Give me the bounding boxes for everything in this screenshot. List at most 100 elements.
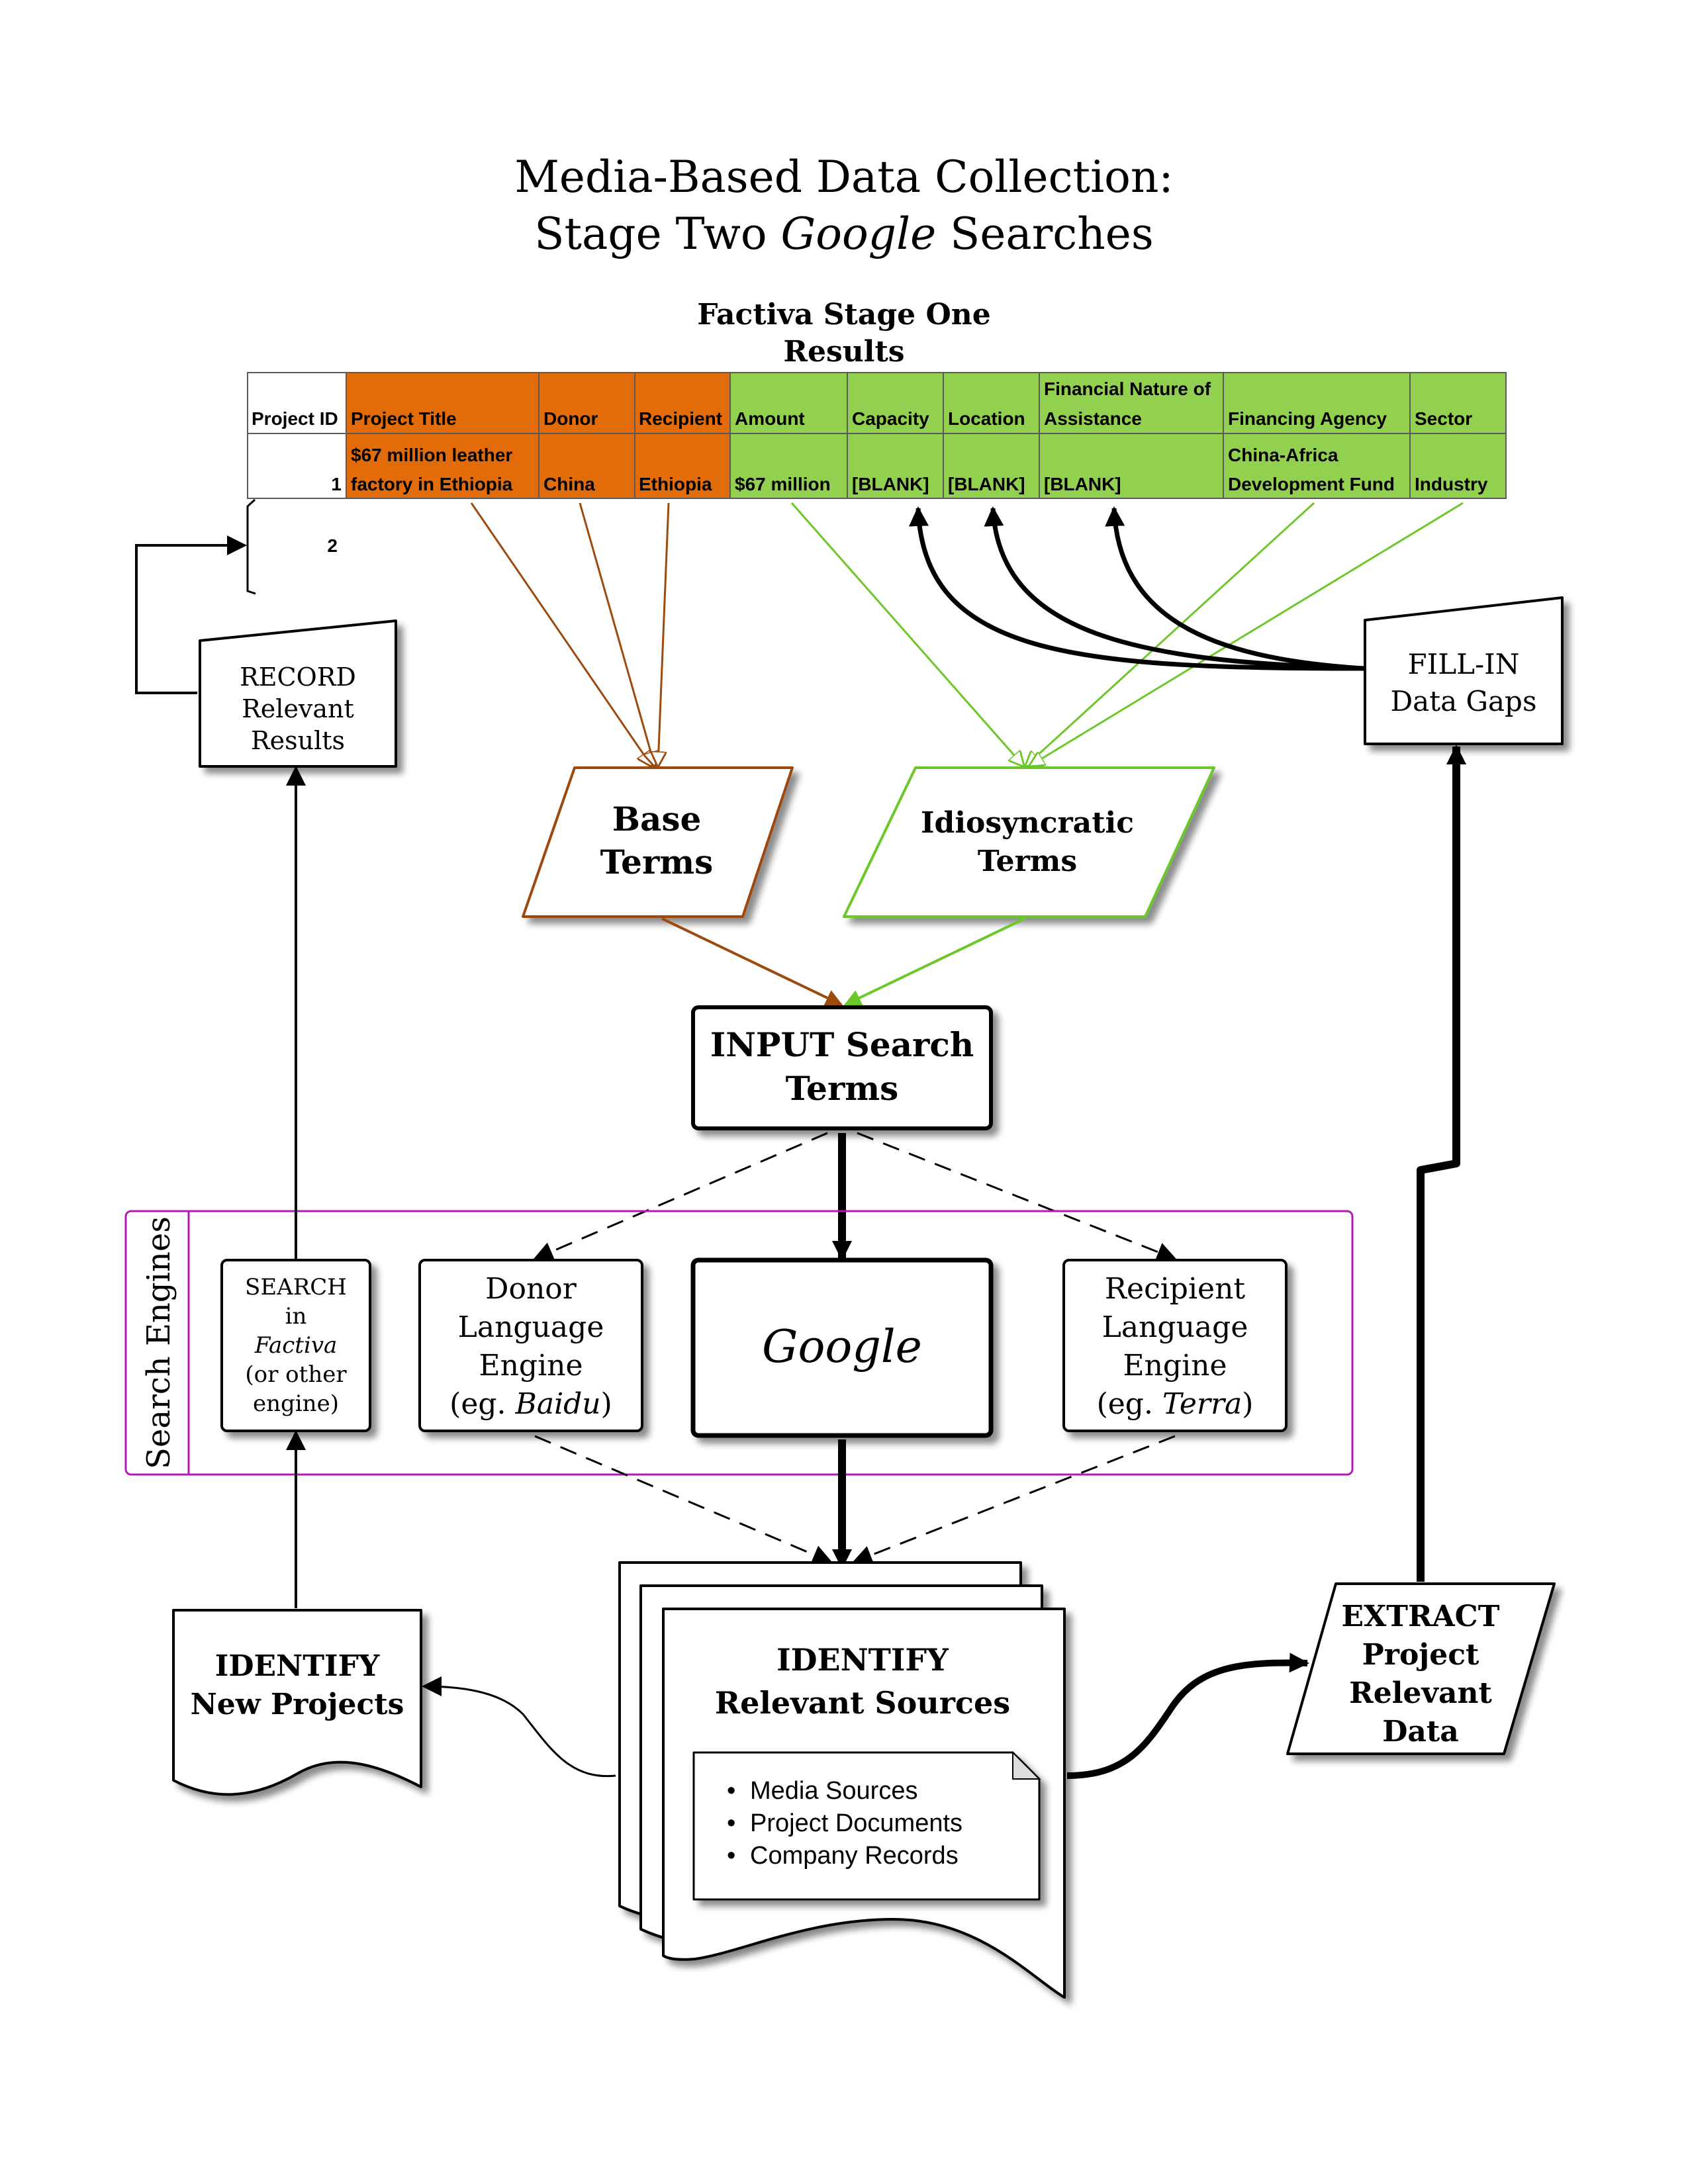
- header-project-title: Project Title: [351, 408, 457, 429]
- search-engines-frame: Search Engines: [124, 1210, 1354, 1476]
- input-line-2: Terms: [786, 1069, 899, 1108]
- extract-line-4: Data: [1382, 1715, 1459, 1749]
- row1-project-id: 1: [331, 474, 342, 494]
- source-list-note: • Media Sources • Project Documents • Co…: [692, 1751, 1041, 1901]
- extract-line-1: EXTRACT: [1342, 1600, 1500, 1633]
- row1-agency-1: China-Africa: [1228, 445, 1338, 465]
- record-box[interactable]: RECORD Relevant Results: [199, 619, 397, 768]
- table-caption-line-1: Factiva Stage One: [697, 298, 991, 332]
- idiosyncratic-term-arrows: [790, 502, 1464, 766]
- bullet-icon-3: •: [727, 1842, 735, 1870]
- row1-agency-2: Development Fund: [1228, 474, 1395, 494]
- input-to-engines-arrows: [533, 1132, 1177, 1262]
- fill-in-line-2: Data Gaps: [1390, 685, 1536, 717]
- row1-recipient: Ethiopia: [639, 474, 712, 494]
- new-projects-line-2: New Projects: [191, 1688, 404, 1721]
- idiosyncratic-line-1: Idiosyncratic: [921, 806, 1134, 840]
- record-line-1: RECORD: [240, 662, 356, 692]
- record-loop-arrow: [135, 535, 247, 694]
- row1-amount: $67 million: [735, 474, 831, 494]
- source-item-2: Project Documents: [750, 1809, 962, 1837]
- note-corner-icon: [1012, 1751, 1041, 1780]
- input-search-terms-box[interactable]: INPUT Search Terms: [691, 1005, 993, 1130]
- engines-to-sources-arrows: [534, 1435, 1176, 1569]
- recipient-engine-line-2: Language: [1102, 1310, 1248, 1344]
- base-term-arrows: [470, 502, 670, 766]
- row1-sector: Industry: [1415, 474, 1488, 494]
- page-title: Media-Based Data Collection: Stage Two G…: [514, 152, 1173, 259]
- sources-to-extract-arrow: [1066, 1653, 1309, 1779]
- row1-title-1: $67 million leather: [351, 445, 512, 465]
- bullet-icon-1: •: [727, 1777, 735, 1805]
- header-capacity: Capacity: [852, 408, 929, 429]
- header-donor: Donor: [543, 408, 598, 429]
- fill-in-box[interactable]: FILL-IN Data Gaps: [1364, 596, 1564, 745]
- source-item-3: Company Records: [750, 1842, 959, 1870]
- factiva-line-4: (or other: [245, 1361, 347, 1388]
- idiosyncratic-line-2: Terms: [978, 844, 1077, 878]
- bullet-icon-2: •: [727, 1809, 735, 1837]
- row1-financial-nature: [BLANK]: [1044, 474, 1121, 494]
- row1-title-2: factory in Ethiopia: [351, 474, 513, 494]
- header-amount: Amount: [735, 408, 805, 429]
- record-line-3: Results: [251, 726, 345, 755]
- google-engine-box[interactable]: Google: [690, 1257, 994, 1438]
- donor-engine-line-2: Language: [458, 1310, 604, 1344]
- idiosyncratic-to-input-arrow: [843, 917, 1025, 1006]
- header-location: Location: [948, 408, 1025, 429]
- identify-new-projects-box[interactable]: IDENTIFY New Projects: [172, 1609, 422, 1796]
- row1-location: [BLANK]: [948, 474, 1025, 494]
- factiva-line-5: engine): [253, 1390, 339, 1417]
- table-grid: [247, 372, 1507, 499]
- title-line-2: Stage Two Google Searches: [534, 208, 1153, 259]
- base-to-input-arrow: [661, 917, 843, 1006]
- record-line-2: Relevant: [242, 694, 354, 723]
- donor-language-engine-box[interactable]: Donor Language Engine (eg. Baidu): [418, 1259, 643, 1432]
- base-terms-line-1: Base: [612, 799, 702, 839]
- extract-project-data-box[interactable]: EXTRACT Project Relevant Data: [1286, 1582, 1556, 1755]
- factiva-line-2: in: [285, 1303, 307, 1330]
- base-terms-box[interactable]: Base Terms: [522, 766, 794, 918]
- google-label: Google: [762, 1321, 922, 1373]
- donor-engine-line-1: Donor: [485, 1272, 577, 1306]
- row1-capacity: [BLANK]: [852, 474, 929, 494]
- source-item-1: Media Sources: [750, 1777, 917, 1805]
- extract-line-3: Relevant: [1349, 1676, 1492, 1710]
- header-financing-agency: Financing Agency: [1228, 408, 1387, 429]
- identify-relevant-sources-stack[interactable]: IDENTIFY Relevant Sources • Media Source…: [618, 1561, 1066, 1999]
- header-recipient: Recipient: [639, 408, 722, 429]
- search-factiva-box[interactable]: SEARCH in Factiva (or other engine): [220, 1259, 371, 1432]
- base-terms-line-2: Terms: [600, 842, 714, 882]
- sources-line-2: Relevant Sources: [715, 1685, 1010, 1721]
- fill-in-arrows: [909, 506, 1364, 671]
- title-line-1: Media-Based Data Collection:: [514, 152, 1173, 203]
- fill-in-line-1: FILL-IN: [1407, 648, 1519, 680]
- cell-project-id-bg: [248, 373, 346, 498]
- header-project-id: Project ID: [252, 408, 338, 429]
- recipient-engine-line-3: Engine: [1123, 1349, 1227, 1383]
- new-projects-line-1: IDENTIFY: [215, 1649, 380, 1683]
- table-caption-line-2: Results: [783, 335, 904, 369]
- table-header-row: Project ID Project Title Donor Recipient…: [252, 379, 1472, 429]
- sources-line-1: IDENTIFY: [776, 1642, 949, 1678]
- donor-engine-line-4: (eg. Baidu): [449, 1387, 612, 1421]
- extract-line-2: Project: [1362, 1638, 1479, 1672]
- recipient-language-engine-box[interactable]: Recipient Language Engine (eg. Terra): [1062, 1259, 1288, 1432]
- factiva-line-3: Factiva: [254, 1332, 338, 1359]
- idiosyncratic-terms-box[interactable]: Idiosyncratic Terms: [843, 766, 1215, 918]
- recipient-engine-line-4: (eg. Terra): [1097, 1387, 1254, 1421]
- header-financial-nature-2: Assistance: [1044, 408, 1142, 429]
- table-caption: Factiva Stage One Results: [697, 298, 991, 369]
- row2-project-id: 2: [327, 535, 338, 556]
- idiosyncratic-columns-bg: [730, 373, 1506, 498]
- search-engines-label: Search Engines: [140, 1216, 177, 1469]
- sources-to-new-projects-arrow: [422, 1676, 616, 1778]
- recipient-engine-line-1: Recipient: [1105, 1272, 1245, 1306]
- factiva-line-1: SEARCH: [245, 1274, 347, 1300]
- donor-engine-line-3: Engine: [479, 1349, 583, 1383]
- table-row-1: 1 $67 million leather factory in Ethiopi…: [331, 445, 1487, 494]
- header-sector: Sector: [1415, 408, 1472, 429]
- input-line-1: INPUT Search: [710, 1025, 974, 1064]
- results-table: Project ID Project Title Donor Recipient…: [246, 372, 1507, 595]
